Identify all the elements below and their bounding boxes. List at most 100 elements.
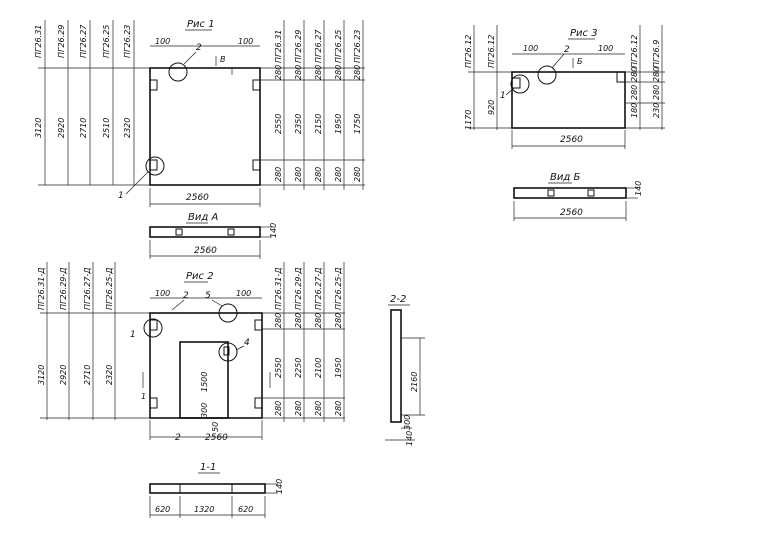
fig1-top-right-1: 280 [274, 65, 283, 80]
fig2-dim-left-100: 100 [155, 289, 170, 298]
section-2-2: 2-2 2160 300 140 [385, 294, 425, 446]
fig3-dim-right-100: 100 [598, 44, 613, 53]
fig2-mark-left-2: ПГ26.29-Д [59, 267, 68, 310]
fig2-arrow-2: 2 [175, 433, 181, 443]
fig1-width: 2560 [186, 193, 209, 203]
fig3-mark-left-2: ПГ26.12 [487, 35, 496, 68]
fig1-height-right-1: 2550 [274, 114, 283, 134]
fig2-height-right-4: 1950 [334, 358, 343, 378]
fig2-title: Рис 2 [186, 271, 214, 282]
view-a-panel [149, 226, 261, 238]
fig1-dim-left-100: 100 [155, 37, 170, 46]
fig1-mark-left-4: ПГ26.25 [102, 25, 111, 58]
fig2-mark-left-1: ПГ26.31-Д [37, 267, 46, 310]
fig1-mark-right-4: ПГ26.25 [334, 30, 343, 63]
fig2-mark-right-2: ПГ26.29-Д [294, 267, 303, 310]
sec11-panel [149, 483, 266, 494]
fig1-mark-right-1: ПГ26.31 [274, 30, 283, 63]
fig1-height-right-4: 1950 [334, 114, 343, 134]
fig3-top-right-2: 280 [652, 67, 661, 82]
fig1-panel [149, 67, 261, 186]
fig3-arrow-b: Б [577, 57, 583, 66]
fig1-top-right-5: 280 [353, 65, 362, 80]
fig1-title: Рис 1 [187, 19, 215, 30]
fig1-mark-left-5: ПГ26.23 [123, 25, 132, 58]
fig3-mark-right-2: ПГ26.9 [652, 40, 661, 68]
fig2-callout-circle-4 [218, 342, 238, 362]
fig1-bottom-right-1: 280 [274, 167, 283, 182]
fig2-opening-h: 1500 [200, 372, 209, 392]
sec11-dim-3: 620 [238, 505, 253, 514]
fig1-bottom-right-4: 280 [334, 167, 343, 182]
fig3-callout-1: 1 [500, 91, 506, 101]
fig2-height-left-4: 2320 [105, 365, 114, 385]
fig2-bottom-right-1: 280 [274, 401, 283, 416]
sec11-title: 1-1 [200, 462, 216, 473]
figure-3: Рис 3 ПГ26.12 ПГ26.12 1170 920 100 100 2… [464, 25, 665, 149]
fig2-height-left-2: 2920 [59, 365, 68, 385]
fig2-mark-right-1: ПГ26.31-Д [274, 267, 283, 310]
fig2-height-right-1: 2550 [274, 358, 283, 378]
fig1-height-left-5: 2320 [123, 118, 132, 138]
fig2-mark-left-3: ПГ26.27-Д [83, 267, 92, 310]
fig1-mark-left-3: ПГ26.27 [79, 24, 88, 58]
fig1-height-right-2: 2350 [294, 114, 303, 134]
fig2-mark-left-4: ПГ26.25-Д [105, 267, 114, 310]
fig1-mark-right-5: ПГ26.23 [353, 30, 362, 63]
fig2-bottom-right-4: 280 [334, 401, 343, 416]
sec11-dim-1: 620 [155, 505, 170, 514]
fig2-panel [149, 312, 263, 419]
fig2-opening-sill: 300 [200, 403, 209, 418]
fig2-top-right-3: 280 [314, 313, 323, 328]
fig3-mark-right-1: ПГ26.12 [630, 35, 639, 68]
fig3-bottom-right-1: 280 [630, 85, 639, 100]
fig2-callout-circle-5 [218, 303, 238, 323]
fig3-height-left-2: 920 [487, 100, 496, 115]
fig2-door-opening [179, 341, 229, 419]
fig1-callout-2: 2 [196, 43, 202, 53]
figure-1: Рис 1 ПГ26.31 ПГ26.29 ПГ26.27 ПГ26.25 ПГ… [34, 19, 365, 207]
fig2-callout-circle-1 [143, 318, 163, 338]
fig1-bottom-right-2: 280 [294, 167, 303, 182]
fig1-top-right-2: 280 [294, 65, 303, 80]
fig3-callout-circle-2 [537, 65, 557, 85]
fig2-dim-50: 50 [211, 422, 220, 432]
view-b-title: Вид Б [550, 172, 580, 183]
fig1-mark-left-2: ПГ26.29 [57, 25, 66, 58]
fig1-mark-right-3: ПГ26.27 [314, 29, 323, 63]
view-b-width: 2560 [560, 208, 583, 218]
fig1-height-left-4: 2510 [102, 118, 111, 138]
fig1-bottom-right-5: 280 [353, 167, 362, 182]
fig3-mark-left-1: ПГ26.12 [464, 35, 473, 68]
fig3-panel [511, 71, 626, 129]
fig1-height-left-1: 3120 [34, 118, 43, 138]
fig2-mark-right-3: ПГ26.27-Д [314, 267, 323, 310]
view-a-width: 2560 [194, 246, 217, 256]
fig2-top-right-4: 280 [334, 313, 343, 328]
fig1-callout-1: 1 [118, 191, 124, 201]
fig3-height-left-1: 1170 [464, 110, 473, 130]
fig1-callout-circle-1 [145, 156, 165, 176]
fig1-height-left-2: 2920 [57, 118, 66, 138]
fig2-bottom-right-3: 280 [314, 401, 323, 416]
sec22-bottom: 300 [403, 415, 412, 430]
fig2-dim-right-100: 100 [236, 289, 251, 298]
fig2-top-right-2: 280 [294, 313, 303, 328]
fig2-height-left-3: 2710 [83, 365, 92, 385]
sec22-height: 2160 [410, 372, 419, 392]
section-1-1: 1-1 140 620 1320 620 [149, 462, 284, 518]
fig2-width: 2560 [205, 433, 228, 443]
sec11-dim-2: 1320 [194, 505, 214, 514]
fig1-top-right-3: 280 [314, 65, 323, 80]
view-b-panel [513, 187, 627, 199]
fig1-top-right-4: 280 [334, 65, 343, 80]
fig3-dim-left-100: 100 [523, 44, 538, 53]
fig1-height-left-3: 2710 [79, 118, 88, 138]
fig3-bottom-right-2: 280 [652, 85, 661, 100]
fig2-height-left-1: 3120 [37, 365, 46, 385]
fig1-dim-right-100: 100 [238, 37, 253, 46]
fig3-width: 2560 [560, 135, 583, 145]
view-a-thickness: 140 [269, 223, 278, 238]
figure-2: Рис 2 ПГ26.31-Д ПГ26.29-Д ПГ26.27-Д ПГ26… [37, 262, 345, 443]
fig1-arrow-b: В [220, 55, 226, 64]
